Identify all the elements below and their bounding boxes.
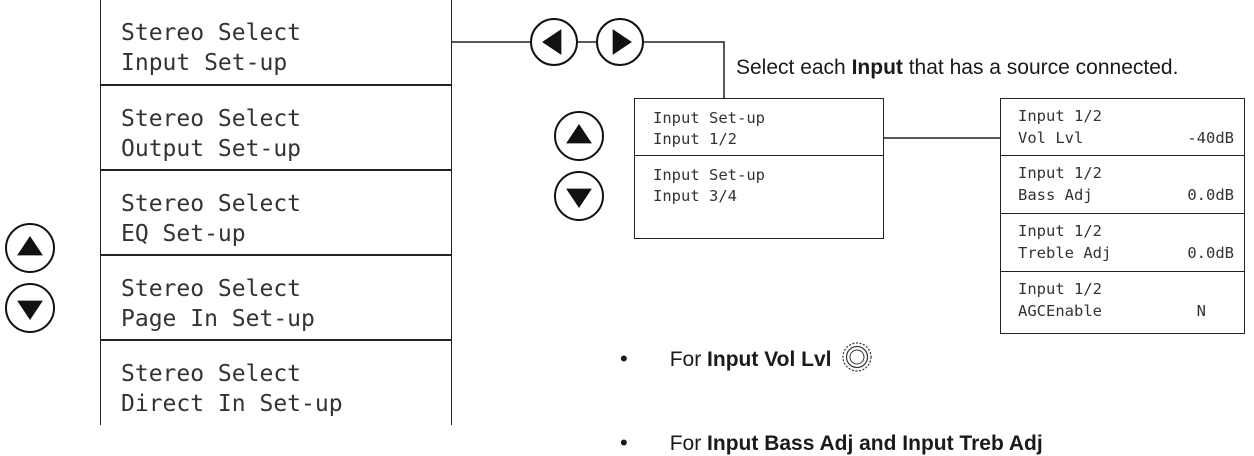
lcd-line-1: Input 1/2 [1018,107,1102,125]
lcd-input-1-2[interactable]: Input Set-up Input 1/2 [634,98,884,156]
param-label: Bass Adj [1018,186,1093,204]
param-value: 0.0dB [1187,244,1234,262]
lcd-line-1: Stereo Select [121,276,302,302]
lcd-stereo-page-in-setup[interactable]: Stereo Select Page In Set-up [100,255,452,340]
up-arrow-button-mid[interactable] [554,111,604,161]
right-arrow-icon [612,29,632,55]
lcd-line-2: Input 1/2 [653,130,737,148]
lcd-input-3-4[interactable]: Input Set-up Input 3/4 [634,156,884,239]
left-arrow-icon [542,29,562,55]
lcd-agc-enable[interactable]: Input 1/2 AGCEnable N [1000,272,1245,334]
rotary-knob-icon [842,342,872,372]
lcd-stereo-eq-setup[interactable]: Stereo Select EQ Set-up [100,170,452,255]
up-arrow-icon [566,124,592,144]
lcd-line-1: Stereo Select [121,20,302,46]
stereo-select-menu: Stereo Select Input Set-up Stereo Select… [100,0,452,425]
lcd-line-2: Input 3/4 [653,187,737,205]
lcd-line-1: Input 1/2 [1018,280,1102,298]
lcd-line-1: Input Set-up [653,109,765,127]
param-value: -40dB [1187,129,1234,147]
input-setup-menu: Input Set-up Input 1/2 Input Set-up Inpu… [634,98,884,239]
lcd-line-2: Input Set-up [121,50,288,76]
lcd-line-1: Stereo Select [121,361,302,387]
lcd-vol-lvl[interactable]: Input 1/2 Vol Lvl -40dB [1000,98,1245,156]
down-arrow-button-mid[interactable] [554,171,604,221]
param-label: Vol Lvl [1018,129,1084,147]
down-arrow-icon [17,300,43,320]
lcd-line-2: Output Set-up [121,136,302,162]
lcd-line-1: Stereo Select [121,106,302,132]
param-value: N [1196,302,1206,320]
lcd-line-1: Stereo Select [121,191,302,217]
right-arrow-button[interactable] [596,18,644,66]
up-arrow-icon [17,236,43,256]
lcd-line-1: Input Set-up [653,166,765,184]
bullet-bold: Input Vol Lvl [707,348,832,371]
lcd-line-1: Input 1/2 [1018,164,1102,182]
bullet-bass-treb: • For Input Bass Adj and Input Treb Adj [620,430,1043,456]
lcd-line-1: Input 1/2 [1018,222,1102,240]
instruction-caption: Select each Input that has a source conn… [736,56,1178,80]
lcd-treble-adj[interactable]: Input 1/2 Treble Adj 0.0dB [1000,214,1245,272]
lcd-stereo-output-setup[interactable]: Stereo Select Output Set-up [100,85,452,170]
bullet-text: For [669,432,708,455]
input-settings-menu: Input 1/2 Vol Lvl -40dB Input 1/2 Bass Ad… [1000,98,1245,334]
bullet-text: For [669,348,708,371]
left-arrow-button[interactable] [530,18,578,66]
param-label: Treble Adj [1018,244,1112,262]
lcd-line-2: Page In Set-up [121,306,315,332]
caption-bold: Input [851,56,903,79]
caption-text-end: that has a source connected. [902,56,1179,79]
lcd-stereo-direct-in-setup[interactable]: Stereo Select Direct In Set-up [100,340,452,425]
down-arrow-icon [566,188,592,208]
param-value: 0.0dB [1187,186,1234,204]
bullet-bold: Input Bass Adj and Input Treb Adj [707,432,1043,455]
bullet-vol-lvl: • For Input Vol Lvl [620,341,873,373]
lcd-stereo-input-setup[interactable]: Stereo Select Input Set-up [100,0,452,85]
up-arrow-button[interactable] [5,223,55,273]
caption-text: Select each [736,56,852,79]
lcd-line-2: EQ Set-up [121,221,246,247]
param-label: AGCEnable [1018,302,1102,320]
bullet-mark: • [620,346,628,371]
lcd-bass-adj[interactable]: Input 1/2 Bass Adj 0.0dB [1000,156,1245,214]
lcd-line-2: Direct In Set-up [121,391,343,417]
bullet-mark: • [620,430,628,455]
down-arrow-button[interactable] [5,283,55,333]
